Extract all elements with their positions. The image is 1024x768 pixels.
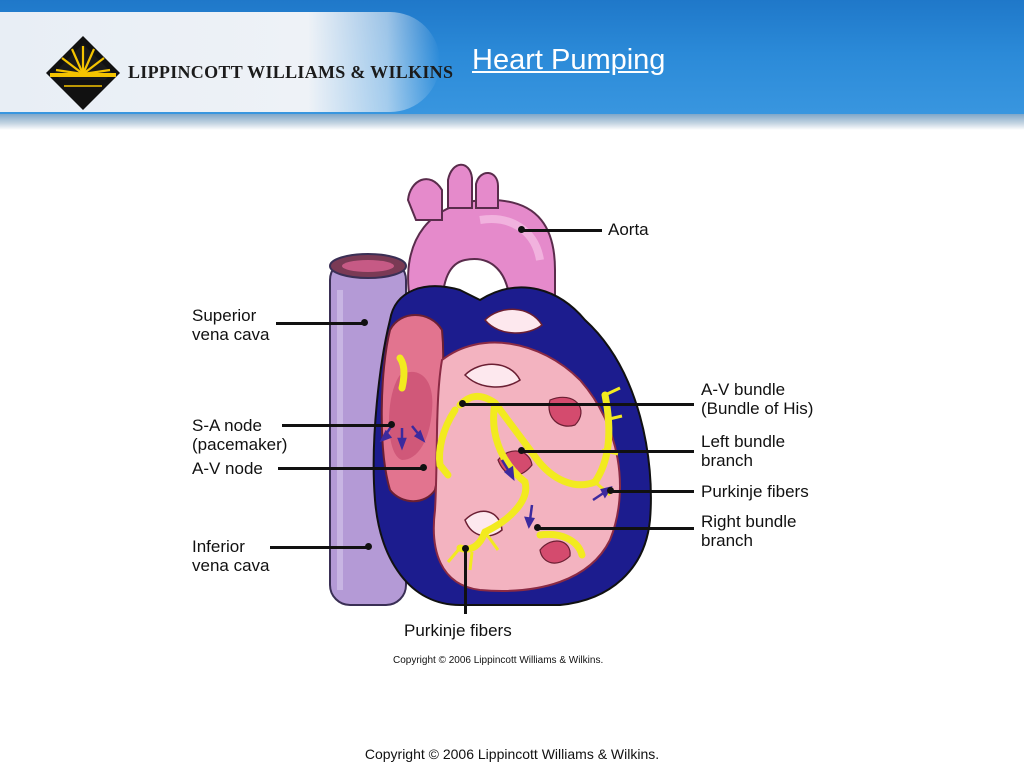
label-inferior-vena-cava: Inferior vena cava bbox=[192, 537, 270, 575]
leader-dot-superior-vena-cava bbox=[361, 319, 368, 326]
label-left-bundle-branch: Left bundle branch bbox=[701, 432, 785, 470]
label-aorta: Aorta bbox=[608, 220, 649, 239]
label-av-bundle: A-V bundle (Bundle of His) bbox=[701, 380, 813, 418]
label-sa-node: S-A node (pacemaker) bbox=[192, 416, 287, 454]
leader-av-node bbox=[278, 467, 422, 470]
label-purkinje-right: Purkinje fibers bbox=[701, 482, 809, 501]
label-left-bundle-line2: branch bbox=[701, 451, 753, 470]
header-banner bbox=[0, 0, 1024, 120]
label-right-bundle-line1: Right bundle bbox=[701, 512, 797, 531]
label-sa-line2: (pacemaker) bbox=[192, 435, 288, 454]
label-av-bundle-line1: A-V bundle bbox=[701, 380, 786, 399]
label-right-bundle-branch: Right bundle branch bbox=[701, 512, 796, 550]
leader-inferior-vena-cava bbox=[270, 546, 368, 549]
label-left-bundle-line1: Left bundle bbox=[701, 432, 786, 451]
label-inferior-line2: vena cava bbox=[192, 556, 270, 575]
leader-purkinje-right bbox=[612, 490, 694, 493]
label-right-bundle-line2: branch bbox=[701, 531, 753, 550]
banner-divider bbox=[0, 114, 1024, 130]
label-superior-vena-cava: Superior vena cava bbox=[192, 306, 270, 344]
leader-dot-av-node bbox=[420, 464, 427, 471]
figure-copyright: Copyright © 2006 Lippincott Williams & W… bbox=[393, 655, 604, 666]
leader-superior-vena-cava bbox=[276, 322, 364, 325]
label-inferior-line1: Inferior bbox=[192, 537, 245, 556]
leader-dot-inferior-vena-cava bbox=[365, 543, 372, 550]
publisher-logo-icon bbox=[46, 36, 120, 110]
leader-sa-node bbox=[282, 424, 390, 427]
leader-purkinje-bottom bbox=[464, 548, 467, 614]
label-av-node: A-V node bbox=[192, 459, 263, 478]
label-av-bundle-line2: (Bundle of His) bbox=[701, 399, 814, 418]
footer-copyright: Copyright © 2006 Lippincott Williams & W… bbox=[364, 746, 660, 762]
label-purkinje-bottom: Purkinje fibers bbox=[404, 621, 512, 640]
label-superior-line2: vena cava bbox=[192, 325, 270, 344]
leader-dot-aorta bbox=[518, 226, 525, 233]
purkinje-fibers bbox=[446, 386, 623, 571]
leader-right-bundle-branch bbox=[538, 527, 694, 530]
publisher-name: LIPPINCOTT WILLIAMS & WILKINS bbox=[128, 62, 454, 82]
leader-dot-sa-node bbox=[388, 421, 395, 428]
leader-av-bundle bbox=[462, 403, 694, 406]
leader-dot-purkinje-right bbox=[607, 487, 614, 494]
slide-title[interactable]: Heart Pumping bbox=[472, 44, 666, 76]
leader-aorta bbox=[522, 229, 602, 232]
leader-dot-av-bundle bbox=[459, 400, 466, 407]
leader-dot-purkinje-bottom bbox=[462, 545, 469, 552]
label-superior-line1: Superior bbox=[192, 306, 257, 325]
leader-dot-left-bundle-branch bbox=[518, 447, 525, 454]
leader-left-bundle-branch bbox=[522, 450, 694, 453]
leader-dot-right-bundle-branch bbox=[534, 524, 541, 531]
label-sa-line1: S-A node bbox=[192, 416, 262, 435]
